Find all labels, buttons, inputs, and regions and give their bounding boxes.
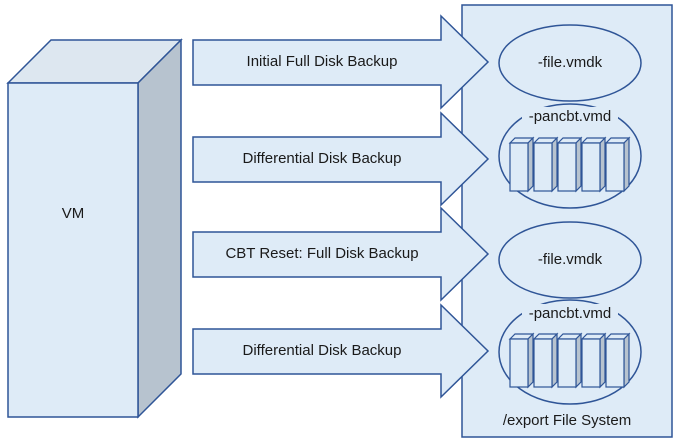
pancbt-label-2: -pancbt.vmd bbox=[528, 305, 612, 322]
disk-block-side bbox=[551, 332, 558, 389]
disk-block bbox=[557, 338, 577, 388]
disk-stack-1 bbox=[508, 136, 631, 193]
backup-arrow-4 bbox=[192, 303, 490, 399]
pancbt-label-bg-2 bbox=[522, 304, 618, 322]
arrow-label-initial-full: Initial Full Disk Backup bbox=[246, 53, 398, 70]
disk-block bbox=[581, 338, 601, 388]
file-vmdk-ellipse-2 bbox=[498, 221, 642, 299]
disk-block-side bbox=[599, 332, 606, 389]
file-vmdk-ellipse-1 bbox=[498, 24, 642, 102]
arrow-shapes bbox=[192, 14, 490, 399]
disk-block bbox=[533, 142, 553, 192]
disk-block bbox=[509, 142, 529, 192]
disk-block-side bbox=[623, 136, 630, 193]
disk-block bbox=[533, 338, 553, 388]
disk-block-side bbox=[599, 136, 606, 193]
disk-block-side bbox=[527, 136, 534, 193]
disk-block-side bbox=[575, 136, 582, 193]
file-vmdk-label-2: -file.vmdk bbox=[537, 251, 603, 268]
arrow-label-differential-1: Differential Disk Backup bbox=[242, 150, 402, 167]
filesystem-label: /export File System bbox=[502, 412, 632, 429]
arrow-label-cbt-reset: CBT Reset: Full Disk Backup bbox=[225, 245, 419, 262]
backup-arrow-1 bbox=[192, 14, 490, 110]
pancbt-label-bg-1 bbox=[522, 107, 618, 125]
backup-arrow-2 bbox=[192, 111, 490, 207]
vm-box bbox=[6, 38, 183, 419]
disk-block-side bbox=[623, 332, 630, 389]
pancbt-label-1: -pancbt.vmd bbox=[528, 108, 612, 125]
disk-block-side bbox=[575, 332, 582, 389]
disk-block bbox=[509, 338, 529, 388]
arrow-label-differential-2: Differential Disk Backup bbox=[242, 342, 402, 359]
disk-block-side bbox=[551, 136, 558, 193]
disk-block bbox=[605, 338, 625, 388]
disk-stack-2 bbox=[508, 332, 631, 389]
backup-arrow-3 bbox=[192, 206, 490, 302]
file-vmdk-label-1: -file.vmdk bbox=[537, 54, 603, 71]
disk-block bbox=[605, 142, 625, 192]
disk-block bbox=[557, 142, 577, 192]
disk-block-side bbox=[527, 332, 534, 389]
disk-block bbox=[581, 142, 601, 192]
vm-box-side bbox=[137, 38, 182, 419]
vm-box-front bbox=[7, 82, 139, 418]
vm-label: VM bbox=[61, 205, 85, 222]
